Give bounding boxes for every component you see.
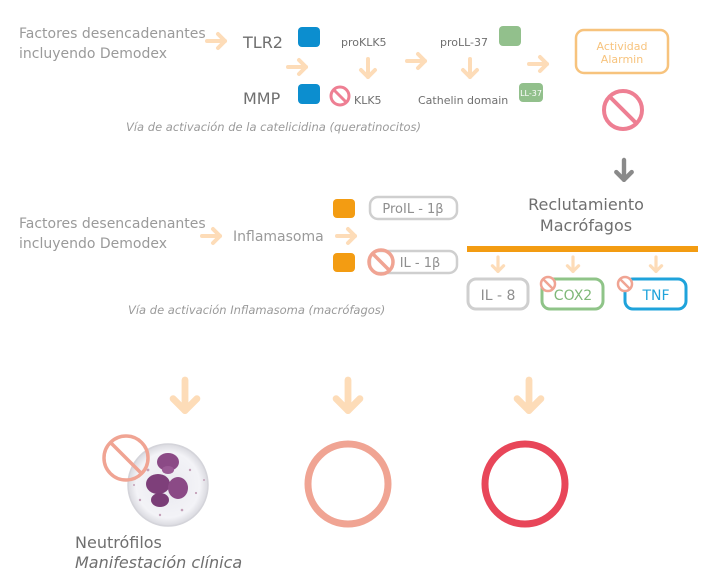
mmp-receptor-icon: [298, 84, 320, 104]
macrophage-bar: [467, 246, 698, 252]
forbidden-icon: [602, 89, 644, 131]
forbidden-icon: [616, 275, 634, 293]
middle-triggers-line1: Factores desencadenantes: [19, 216, 206, 232]
cox2-box: [540, 277, 605, 311]
il8-label: IL - 8: [481, 288, 516, 304]
neutrophil-cell-image: [127, 443, 209, 527]
proll37-label: proLL-37: [440, 36, 488, 49]
catelicidina-caption: Vía de activación de la catelicidina (qu…: [126, 120, 421, 134]
arrow-right-icon: [407, 54, 425, 68]
proil1b-marker-icon: [333, 199, 355, 218]
il8-box: [466, 277, 530, 311]
inflamasoma-label: Inflamasoma: [233, 229, 324, 245]
arrow-right-icon: [288, 60, 306, 74]
top-triggers-line1: Factores desencadenantes: [19, 26, 206, 42]
forbidden-icon: [367, 248, 395, 276]
il1b-label: IL - 1β: [400, 256, 441, 271]
arrow-down-icon: [616, 160, 631, 180]
alarmin-line2: Alarmin: [601, 53, 643, 66]
arrow-right-icon: [529, 57, 547, 71]
arrow-down-icon: [490, 255, 506, 274]
pink-ring: [481, 440, 569, 528]
tlr2-label: TLR2: [242, 33, 283, 52]
middle-triggers-label: Factores desencadenantes incluyendo Demo…: [19, 216, 210, 252]
top-triggers-line2: incluyendo Demodex: [19, 46, 167, 62]
proil1b-box: [368, 195, 459, 221]
arrow-down-icon: [565, 255, 581, 274]
arrow-down-icon: [463, 59, 477, 77]
klk5-label: KLK5: [354, 94, 382, 107]
arrow-down-icon: [648, 255, 664, 274]
arrow-down-icon: [361, 59, 375, 77]
ll37-label: LL-37: [520, 89, 542, 98]
arrow-right-icon: [337, 229, 355, 243]
proklk5-label: proKLK5: [341, 36, 387, 49]
alarmin-line1: Actividad: [596, 40, 647, 53]
middle-triggers-line2: incluyendo Demodex: [19, 236, 167, 252]
proll37-peptide-icon: [499, 26, 521, 46]
mmp-label: MMP: [243, 89, 281, 108]
il1b-marker-icon: [333, 253, 355, 272]
arrow-down-icon: [336, 380, 360, 411]
forbidden-icon: [102, 434, 150, 482]
tnf-label: TNF: [641, 288, 669, 304]
cathelin-domain-label: Cathelin domain: [418, 94, 508, 107]
forbidden-icon: [329, 85, 351, 107]
top-triggers-label: Factores desencadenantes incluyendo Demo…: [19, 26, 210, 62]
manifestacion-label: Manifestación clínica: [75, 553, 242, 572]
tlr2-receptor-icon: [298, 27, 320, 47]
cox2-label: COX2: [554, 288, 592, 304]
proil1b-label: ProIL - 1β: [382, 202, 443, 217]
recruit-line1: Reclutamiento: [528, 195, 644, 214]
arrow-down-icon: [173, 380, 197, 411]
salmon-ring: [304, 440, 392, 528]
ll37-peptide-icon: [519, 83, 543, 102]
neutrofilos-label: Neutrófilos: [75, 533, 162, 552]
recruit-line2: Macrófagos: [540, 216, 632, 235]
alarmin-activity-box: [574, 28, 670, 75]
forbidden-icon: [539, 275, 557, 293]
inflamasoma-caption: Vía de activación Inflamasoma (macrófago…: [128, 303, 385, 317]
arrow-down-icon: [517, 380, 541, 411]
tnf-box: [623, 277, 688, 311]
